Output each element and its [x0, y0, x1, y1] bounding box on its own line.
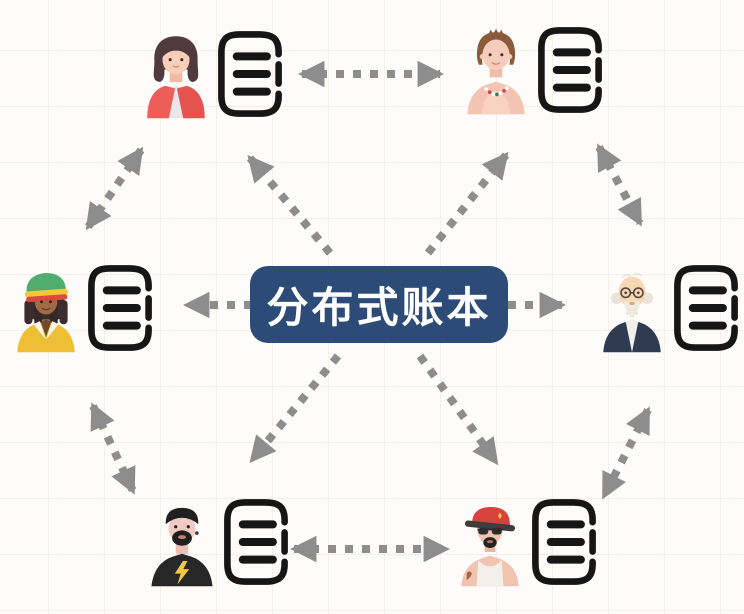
arrow-topright-middleright — [595, 143, 644, 227]
node-middle-left — [10, 262, 153, 354]
node-middle-right — [596, 262, 739, 354]
rasta-man-striped-beanie-avatar — [17, 273, 75, 353]
punk-man-lightning-tshirt-avatar — [151, 507, 213, 587]
node-bottom-left — [146, 496, 289, 588]
arrow-center-to-topright — [424, 151, 510, 256]
central-ledger-box: 分布式账本 — [250, 266, 508, 343]
arrow-middleleft-bottomleft — [89, 402, 137, 495]
node-top-right — [460, 24, 603, 116]
ledger-icon — [217, 28, 283, 120]
arrow-center-to-bottomleft — [248, 353, 342, 464]
arrow-center-to-topleft — [246, 154, 334, 256]
elderly-man-with-glasses-avatar — [603, 272, 661, 353]
man-red-cap-sunglasses-avatar — [461, 507, 519, 587]
node-bottom-right — [454, 496, 597, 588]
ledger-icon — [87, 262, 153, 354]
man-with-bead-necklace-avatar — [467, 28, 525, 115]
central-ledger-label: 分布式账本 — [266, 284, 492, 331]
ledger-icon — [537, 24, 603, 116]
ledger-icon — [531, 496, 597, 588]
arrow-center-to-bottomright — [416, 353, 500, 466]
arrow-topleft-middleleft — [84, 146, 145, 231]
arrow-middleright-bottomright — [600, 406, 652, 500]
ledger-icon — [673, 262, 739, 354]
ledger-icon — [223, 496, 289, 588]
woman-in-red-jacket-avatar — [147, 36, 205, 119]
node-top-left — [140, 28, 283, 120]
